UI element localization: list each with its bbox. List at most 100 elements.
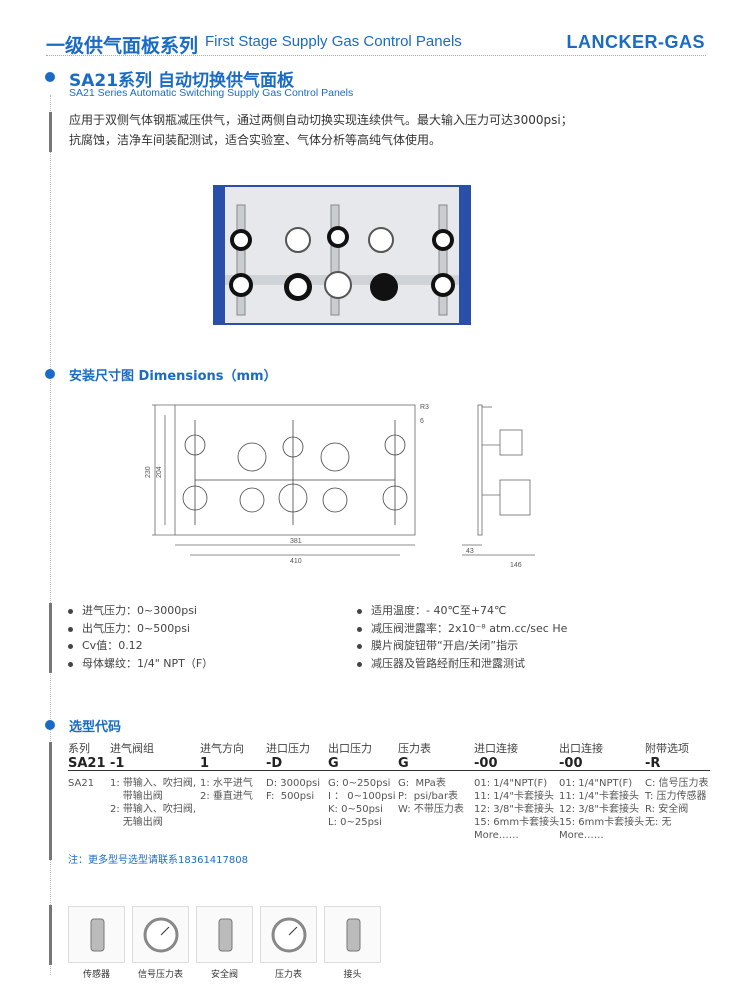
column-code: -00 [474, 756, 498, 771]
option-item: 2: 带输入、吹扫阀, [110, 804, 197, 815]
column-header: 进口压力 [266, 742, 310, 755]
header-title-en: First Stage Supply Gas Control Panels [205, 33, 462, 50]
accessory-label: 传感器 [82, 970, 110, 980]
column-code: G [328, 756, 339, 771]
description-line: 应用于双侧气体钢瓶减压供气，通过两侧自动切换实现连续供气。最大输入压力可达300… [69, 113, 573, 127]
option-item: W: 不带压力表 [398, 804, 464, 815]
option-item: L: 0~25psi [328, 817, 382, 828]
spec-item: 膜片阀旋钮带“开启/关闭”指示 [357, 637, 567, 655]
selection-column: 附带选项 -R C: 信号压力表 T: 压力传感器 R: 安全阀无: 无 [645, 740, 709, 829]
spec-item: 母体螺纹：1/4" NPT（F） [68, 655, 213, 673]
selection-column: 进气阀组 -1 1: 带输入、吹扫阀, 带输出阀 2: 带输入、吹扫阀, 无输出阀 [110, 740, 196, 829]
column-code: 1 [200, 756, 210, 771]
option-item: 15: 6mm卡套接头 [559, 817, 645, 828]
column-code: SA21 [68, 756, 106, 771]
option-item: R: 安全阀 [645, 804, 689, 815]
header-title-cn: 一级供气面板系列 [46, 35, 199, 57]
option-item: 带输出阀 [110, 791, 163, 802]
option-item: 无输出阀 [110, 817, 163, 828]
column-code: -R [645, 756, 661, 771]
spec-item: 适用温度：- 40℃至+74℃ [357, 602, 567, 620]
column-code: -1 [110, 756, 125, 771]
accessory-label: 安全阀 [210, 970, 238, 980]
option-item: 01: 1/4"NPT(F) [474, 778, 548, 789]
selection-divider [68, 770, 710, 771]
product-photo [213, 185, 471, 325]
accent-bar [49, 905, 52, 965]
option-item: 1: 水平进气 [200, 778, 253, 789]
fitting-icon [324, 906, 381, 963]
brand-logo: LANCKER-GAS [566, 32, 705, 52]
accessory-label: 压力表 [274, 970, 302, 980]
column-header: 进气阀组 [110, 742, 154, 755]
spec-item: 出气压力：0~500psi [68, 620, 213, 638]
option-item: D: 3000psi [266, 778, 321, 789]
accent-bar [49, 742, 52, 860]
option-item: 2: 垂直进气 [200, 791, 253, 802]
dim-hole: 6 [420, 418, 424, 425]
selection-note: 注：更多型号选型请联系18361417808 [68, 855, 248, 866]
product-title: SA21系列 自动切换供气面板 [69, 71, 294, 91]
safety-valve-icon [196, 906, 253, 963]
option-item: K: 0~50psi [328, 804, 383, 815]
option-item: 15: 6mm卡套接头 [474, 817, 560, 828]
spec-item: 减压器及管路经耐压和泄露测试 [357, 655, 567, 673]
column-header: 压力表 [398, 742, 431, 755]
product-description: 应用于双侧气体钢瓶减压供气，通过两侧自动切换实现连续供气。最大输入压力可达300… [69, 110, 573, 150]
product-subtitle: SA21 Series Automatic Switching Supply G… [69, 87, 354, 99]
option-item: 01: 1/4"NPT(F) [559, 778, 633, 789]
sensor-icon [68, 906, 125, 963]
selection-title: 选型代码 [69, 720, 122, 735]
dim-146: 146 [510, 562, 522, 569]
option-item: T: 压力传感器 [645, 791, 707, 802]
selection-column: 出口连接 -00 01: 1/4"NPT(F) 11: 1/4"卡套接头 12: 3/… [559, 740, 644, 842]
section-bullet [45, 369, 55, 379]
option-item: 11: 1/4"卡套接头 [559, 791, 639, 802]
description-line: 抗腐蚀，洁净车间装配测试，适合实验室、气体分析等高纯气体使用。 [69, 133, 442, 147]
specs-left: 进气压力：0~3000psi 出气压力：0~500psi Cv值：0.12 母体… [68, 602, 213, 672]
column-code: G [398, 756, 409, 771]
option-item: F: 500psi [266, 791, 315, 802]
signal-gauge-icon [132, 906, 189, 963]
column-header: 系列 [68, 742, 90, 755]
accent-bar [49, 603, 52, 673]
specs-right: 适用温度：- 40℃至+74℃ 减压阀泄露率：2x10⁻⁸ atm.cc/sec… [357, 602, 567, 672]
option-item: 1: 带输入、吹扫阀, [110, 778, 197, 789]
dimension-drawing: 230 204 381 410 R3 6 43 146 [140, 395, 560, 575]
option-item: I ： 0~100psi [328, 791, 396, 802]
dim-43: 43 [466, 548, 474, 555]
column-header: 进气方向 [200, 742, 244, 755]
spec-item: 进气压力：0~3000psi [68, 602, 213, 620]
column-code: -00 [559, 756, 583, 771]
column-header: 附带选项 [645, 742, 689, 755]
selection-column: 进气方向 1 1: 水平进气 2: 垂直进气 [200, 740, 253, 803]
header-divider [46, 55, 706, 56]
pressure-gauge-icon [260, 906, 317, 963]
column-header: 出口压力 [328, 742, 372, 755]
column-header: 进口连接 [474, 742, 518, 755]
option-item: More…… [474, 830, 519, 841]
dimensions-title: 安装尺寸图 Dimensions（mm） [69, 369, 277, 384]
dim-381: 381 [290, 538, 302, 545]
section-bullet [45, 720, 55, 730]
option-item: 无: 无 [645, 817, 672, 828]
column-header: 出口连接 [559, 742, 603, 755]
accessory-label: 信号压力表 [137, 970, 183, 980]
dim-r3: R3 [420, 404, 429, 411]
dim-230: 230 [145, 466, 152, 478]
accent-bar [49, 112, 52, 152]
spec-item: Cv值：0.12 [68, 637, 213, 655]
option-item: 12: 3/8"卡套接头 [559, 804, 639, 815]
spec-item: 减压阀泄露率：2x10⁻⁸ atm.cc/sec He [357, 620, 567, 638]
option-item: C: 信号压力表 [645, 778, 709, 789]
accessory-label: 接头 [343, 970, 362, 980]
option-item: G: 0~250psi [328, 778, 391, 789]
option-item: 12: 3/8"卡套接头 [474, 804, 554, 815]
option-item: SA21 [68, 778, 95, 789]
option-item: More…… [559, 830, 604, 841]
